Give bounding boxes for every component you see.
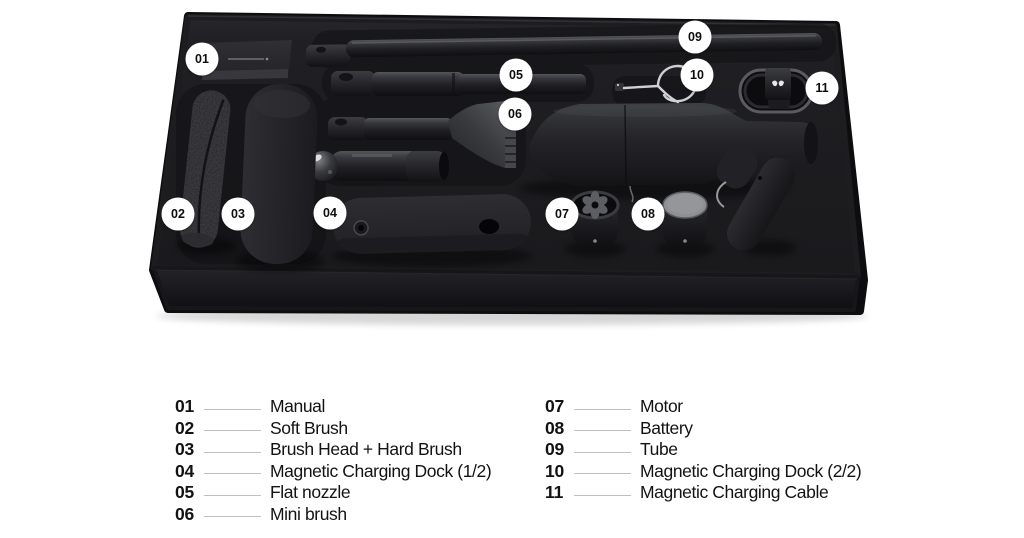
- callout-badge-04: 04: [313, 196, 347, 230]
- leader-line: [574, 408, 631, 410]
- ball-connector: [308, 151, 449, 182]
- fan-icon: [582, 191, 608, 219]
- svg-text:10: 10: [690, 68, 704, 82]
- legend-label: Manual: [270, 396, 325, 417]
- legend-column-right: 07 Motor 08 Battery 09 Tube 10 Magnetic …: [545, 396, 945, 504]
- legend-label: Magnetic Charging Dock (2/2): [640, 460, 862, 481]
- legend-label: Flat nozzle: [270, 482, 351, 503]
- svg-text:02: 02: [171, 207, 185, 221]
- callout-badge-06: 06: [498, 97, 532, 131]
- callout-badge-10: 10: [680, 58, 714, 92]
- legend-label: Soft Brush: [270, 417, 348, 438]
- callout-badge-11: 11: [805, 71, 839, 105]
- leader-line: [204, 494, 261, 496]
- legend-row-07: 07 Motor: [545, 396, 945, 418]
- legend-row-05: 05 Flat nozzle: [175, 482, 535, 504]
- legend-label: Mini brush: [270, 503, 347, 524]
- legend-label: Brush Head + Hard Brush: [270, 439, 462, 460]
- legend-number: 10: [545, 460, 565, 481]
- legend-label: Battery: [640, 417, 693, 438]
- legend-row-06: 06 Mini brush: [175, 504, 535, 526]
- legend-row-08: 08 Battery: [545, 418, 945, 440]
- legend-number: 11: [545, 482, 564, 503]
- svg-text:05: 05: [509, 68, 523, 82]
- legend-label: Magnetic Charging Dock (1/2): [270, 460, 492, 481]
- legend-row-04: 04 Magnetic Charging Dock (1/2): [175, 461, 535, 483]
- legend-number: 09: [545, 439, 565, 460]
- legend-label: Magnetic Charging Cable: [640, 482, 829, 503]
- charging-dock-plate: [333, 194, 531, 254]
- svg-text:06: 06: [508, 107, 522, 121]
- callout-badge-02: 02: [161, 197, 195, 231]
- svg-text:07: 07: [555, 207, 569, 221]
- svg-text:11: 11: [815, 81, 828, 95]
- svg-text:09: 09: [688, 30, 702, 44]
- leader-line: [204, 473, 261, 475]
- legend-row-02: 02 Soft Brush: [175, 418, 535, 440]
- leader-line: [574, 430, 631, 432]
- legend-label: Motor: [640, 396, 683, 417]
- callout-badge-07: 07: [545, 197, 579, 231]
- leader-line: [204, 430, 261, 432]
- leader-line: [204, 408, 261, 410]
- legend-number: 04: [175, 460, 195, 481]
- flat-nozzle: [331, 71, 586, 96]
- legend-number: 03: [175, 439, 195, 460]
- callout-badges: 01 02 03 04 05 06 07 08: [161, 20, 839, 231]
- svg-text:01: 01: [195, 52, 209, 66]
- svg-text:03: 03: [231, 207, 245, 221]
- legend-number: 06: [175, 503, 195, 524]
- handle: [716, 145, 795, 251]
- svg-text:08: 08: [641, 207, 655, 221]
- legend-row-03: 03 Brush Head + Hard Brush: [175, 439, 535, 461]
- legend-label: Tube: [640, 439, 678, 460]
- leader-line: [574, 494, 631, 496]
- charging-cable-recess: [738, 68, 814, 114]
- legend-number: 02: [175, 417, 195, 438]
- callout-badge-05: 05: [499, 58, 533, 92]
- brush-head: [240, 83, 318, 265]
- callout-badge-01: 01: [185, 42, 219, 76]
- motor: [570, 190, 620, 248]
- product-photo: 01 02 03 04 05 06 07 08: [149, 12, 868, 325]
- battery: [662, 191, 708, 248]
- legend-row-11: 11 Magnetic Charging Cable: [545, 482, 945, 504]
- legend-row-10: 10 Magnetic Charging Dock (2/2): [545, 461, 945, 483]
- svg-text:04: 04: [323, 206, 337, 220]
- legend-column-left: 01 Manual 02 Soft Brush 03 Brush Head + …: [175, 396, 535, 525]
- legend-row-09: 09 Tube: [545, 439, 945, 461]
- leader-line: [574, 451, 631, 453]
- legend-number: 01: [175, 396, 195, 417]
- callout-badge-09: 09: [678, 20, 712, 54]
- callout-badge-03: 03: [221, 197, 255, 231]
- brand-logo-icon: [772, 80, 784, 87]
- leader-line: [574, 473, 631, 475]
- legend-number: 05: [175, 482, 195, 503]
- leader-line: [204, 516, 261, 518]
- manual: [202, 40, 292, 80]
- legend-number: 08: [545, 417, 565, 438]
- callout-badge-08: 08: [631, 197, 665, 231]
- legend-row-01: 01 Manual: [175, 396, 535, 418]
- legend-number: 07: [545, 396, 565, 417]
- leader-line: [204, 451, 261, 453]
